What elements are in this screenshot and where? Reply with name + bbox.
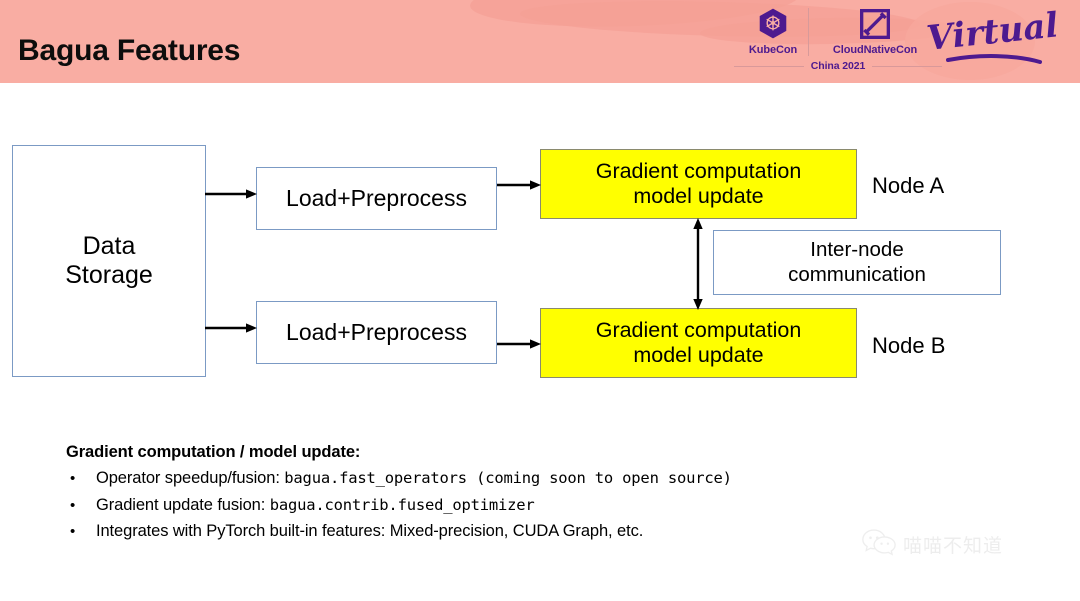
- page-title: Bagua Features: [18, 34, 241, 67]
- watermark: 喵喵不知道: [862, 528, 1003, 561]
- kubecon-label: KubeCon: [748, 44, 798, 56]
- logo-divider: [808, 8, 809, 56]
- wechat-bubbles-icon: [862, 528, 896, 561]
- box-data-storage: Data Storage: [12, 145, 206, 377]
- bullet-2-code: bagua.contrib.fused_optimizer: [269, 495, 535, 514]
- conference-logo-lockup: KubeCon CloudNativeCon China 2021: [734, 4, 943, 80]
- edition-rule-left: [734, 65, 804, 67]
- cloudnativecon-logo: CloudNativeCon: [814, 4, 936, 56]
- cncf-square-slash-icon: [814, 4, 936, 44]
- svg-text:Virtual: Virtual: [925, 10, 1061, 59]
- box-gradient-computation-a: Gradient computation model update: [540, 149, 857, 219]
- architecture-diagram: Data Storage Load+Preprocess Load+Prepro…: [0, 83, 1080, 601]
- bullet-3-lead: Integrates with PyTorch built-in feature…: [96, 522, 644, 541]
- bullet-2-lead: Gradient update fusion:: [96, 495, 270, 514]
- gradient-a-line-1: Gradient computation: [595, 158, 802, 183]
- list-item: • Operator speedup/fusion: bagua.fast_op…: [66, 465, 1026, 492]
- load-preprocess-b-label: Load+Preprocess: [286, 318, 467, 345]
- edition-rule-right: [872, 65, 943, 67]
- arrow-storage-to-load-b: [205, 321, 257, 333]
- list-item: • Integrates with PyTorch built-in featu…: [66, 518, 1026, 545]
- node-a-label: Node A: [872, 173, 945, 198]
- list-item: • Gradient update fusion: bagua.contrib.…: [66, 492, 1026, 519]
- virtual-wordmark: Virtual: [920, 5, 1065, 72]
- box-load-preprocess-b: Load+Preprocess: [256, 301, 497, 364]
- bullet-marker-icon: •: [70, 496, 76, 514]
- cloudnativecon-label: CloudNativeCon: [832, 44, 918, 56]
- load-preprocess-a-label: Load+Preprocess: [286, 184, 467, 211]
- data-storage-line-2: Storage: [65, 261, 153, 289]
- bullets-heading: Gradient computation / model update:: [66, 443, 361, 461]
- header-brush-circle: [905, 2, 1035, 80]
- data-storage-line-1: Data: [82, 231, 136, 260]
- watermark-text: 喵喵不知道: [903, 535, 1004, 557]
- bullet-block: Gradient computation / model update: • O…: [66, 441, 1026, 545]
- bullet-marker-icon: •: [70, 523, 76, 541]
- kubecon-logo: KubeCon: [738, 4, 808, 56]
- arrow-load-b-to-gradient-b: [497, 337, 541, 349]
- internode-line-1: Inter-node: [810, 238, 904, 262]
- node-b-label: Node B: [872, 333, 946, 358]
- kubernetes-helm-icon: [738, 4, 808, 44]
- edition-row: China 2021: [734, 60, 943, 72]
- bullet-1-code: bagua.fast_operators (coming soon to ope…: [284, 468, 732, 487]
- slide-header-band: [0, 0, 1080, 83]
- gradient-b-line-1: Gradient computation: [595, 317, 802, 342]
- edition-label: China 2021: [810, 60, 866, 72]
- gradient-a-line-2: model update: [633, 184, 764, 208]
- bullet-marker-icon: •: [70, 469, 76, 487]
- box-gradient-computation-b: Gradient computation model update: [540, 308, 857, 378]
- box-inter-node-communication: Inter-node communication: [713, 230, 1001, 295]
- bullet-1-lead: Operator speedup/fusion:: [96, 468, 285, 487]
- arrow-inter-node-bidirectional: [691, 218, 705, 310]
- arrow-storage-to-load-a: [205, 187, 257, 199]
- internode-line-2: communication: [788, 262, 926, 286]
- gradient-b-line-2: model update: [633, 343, 764, 367]
- arrow-load-a-to-gradient-a: [497, 178, 541, 190]
- box-load-preprocess-a: Load+Preprocess: [256, 167, 497, 230]
